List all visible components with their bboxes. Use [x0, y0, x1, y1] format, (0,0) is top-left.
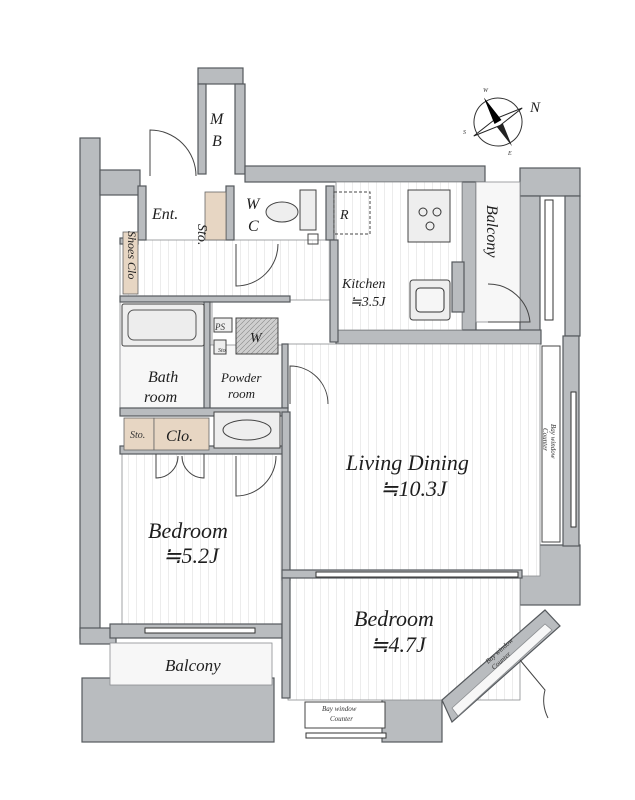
- wc-label-c: C: [248, 218, 259, 235]
- kitchen-size: ≒3.5J: [350, 295, 386, 310]
- windows: [144, 199, 577, 739]
- diagonal-bay-window: [441, 609, 561, 723]
- bay-bottom-label-2: Counter: [330, 715, 353, 723]
- powder-label: Powder: [220, 370, 262, 385]
- compass-rose: [473, 97, 523, 147]
- sto-clo-label: Sto.: [130, 430, 145, 441]
- bay-right-label: Bay window: [549, 424, 557, 459]
- bath-label-2: room: [144, 389, 177, 406]
- ps-label-1: PS: [214, 322, 225, 332]
- sto-small-label: Sto.: [218, 348, 227, 354]
- bedroom2-size: ≒4.7J: [370, 632, 427, 657]
- bay-bottom-label: Bay window: [322, 705, 357, 713]
- fixtures: [121, 189, 451, 451]
- living-size: ≒10.3J: [380, 476, 448, 501]
- doors: [149, 129, 549, 719]
- bedroom1-label: Bedroom: [148, 518, 228, 543]
- sto-ent-label: Sto.: [194, 224, 209, 245]
- ent-label: Ent.: [151, 206, 178, 223]
- bath-label: Bath: [148, 369, 178, 386]
- bedroom1-size: ≒5.2J: [163, 543, 220, 568]
- compass-s: S: [463, 130, 466, 136]
- compass-w: W: [483, 88, 489, 94]
- clo-label: Clo.: [166, 428, 193, 445]
- shoes-label: Shoes Clo: [125, 231, 139, 279]
- balcony-right-label: Balcony: [483, 205, 500, 258]
- r-label: R: [339, 208, 349, 223]
- mb-label-b: B: [212, 133, 222, 150]
- mb-label-m: M: [209, 111, 225, 128]
- w-label: W: [250, 331, 263, 346]
- kitchen-label: Kitchen: [341, 277, 386, 292]
- bedroom2-label: Bedroom: [354, 606, 434, 631]
- powder-label-2: room: [228, 386, 255, 401]
- compass-n: N: [529, 100, 541, 116]
- bay-right-label-2: Counter: [541, 428, 549, 451]
- wc-label-w: W: [246, 196, 261, 213]
- living-label: Living Dining: [345, 450, 469, 475]
- balcony-bottom-label: Balcony: [165, 656, 221, 675]
- compass-e: E: [507, 151, 512, 157]
